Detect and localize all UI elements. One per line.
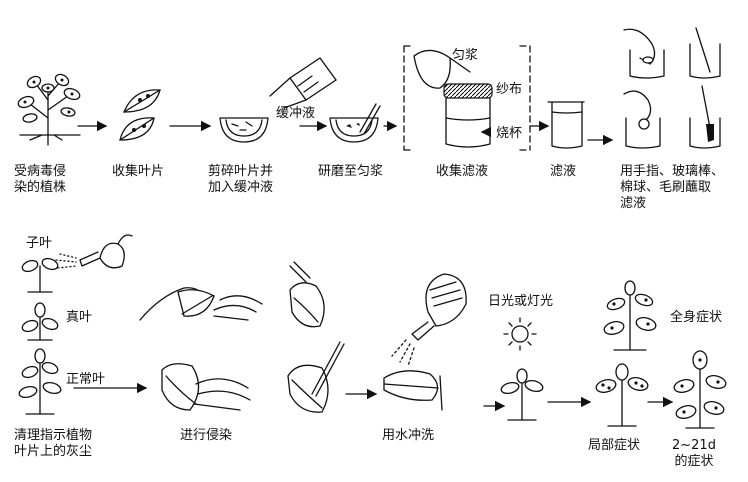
homogenate-label: 匀浆 [452, 48, 479, 63]
finger-dip-icon [623, 28, 665, 79]
late-symptom-plant-icon [673, 350, 727, 429]
cotyledon-label: 子叶 [26, 236, 53, 251]
infected-plant-icon [17, 73, 81, 146]
true-leaf-label: 真叶 [66, 310, 93, 325]
sun-icon [503, 317, 537, 351]
step-collect-leaves-label: 收集叶片 [112, 164, 165, 179]
beaker-label: 烧杯 [496, 126, 523, 141]
light-label: 日光或灯光 [488, 294, 554, 309]
cotton-ball-dip-icon [623, 90, 661, 149]
gauze-label: 纱布 [496, 82, 523, 97]
step-rinse-label: 用水冲洗 [382, 428, 435, 443]
leaf-with-finger-icon [289, 261, 325, 328]
step-collect-filtrate-label: 收集滤液 [436, 164, 489, 179]
leaf-with-rod-icon [287, 341, 345, 413]
step-clean-dust-label: 清理指示植物叶片上的灰尘 [14, 428, 93, 459]
step-grind-label: 研磨至匀浆 [318, 164, 384, 179]
filtrate-beaker-icon [547, 101, 585, 149]
normal-leaf-plant-icon [18, 348, 62, 415]
hands-rubbing-leaf-icon [139, 287, 263, 321]
cotyledon-seedling-icon [21, 257, 59, 293]
true-leaf-seedling-icon [21, 302, 59, 341]
wash-bottle-icon [391, 273, 467, 367]
buffer-bottle-icon [269, 57, 337, 109]
step-cut-leaves-label: 剪碎叶片并加入缓冲液 [208, 164, 274, 195]
brush-dip-icon [689, 85, 721, 149]
filtration-setup [403, 45, 531, 151]
step-filtrate-label: 滤液 [550, 164, 577, 179]
collected-leaves-icon [119, 89, 161, 141]
local-symptom-plant-icon [595, 363, 649, 427]
step-infected-plant-label: 受病毒侵染的植株 [14, 164, 67, 195]
dust-sprayer-icon [55, 234, 133, 269]
glass-rod-dip-icon [689, 27, 721, 79]
hands-inoculating-leaf-icon [161, 363, 251, 411]
mortar-icon [219, 117, 269, 143]
rinsed-leaf-icon [383, 370, 443, 411]
normal-leaf-label: 正常叶 [66, 372, 106, 387]
buffer-label: 缓冲液 [276, 106, 316, 121]
local-symptom-label: 局部症状 [588, 438, 641, 453]
systemic-symptom-label: 全身症状 [670, 310, 723, 325]
seedling-under-light-icon [500, 368, 544, 421]
step-dip-label: 用手指、玻璃棒、棉球、毛刷蘸取滤液 [620, 164, 725, 211]
step-inoculate-label: 进行侵染 [180, 428, 233, 443]
grinding-mortar-icon [329, 103, 381, 143]
systemic-symptom-plant-icon [603, 280, 657, 351]
